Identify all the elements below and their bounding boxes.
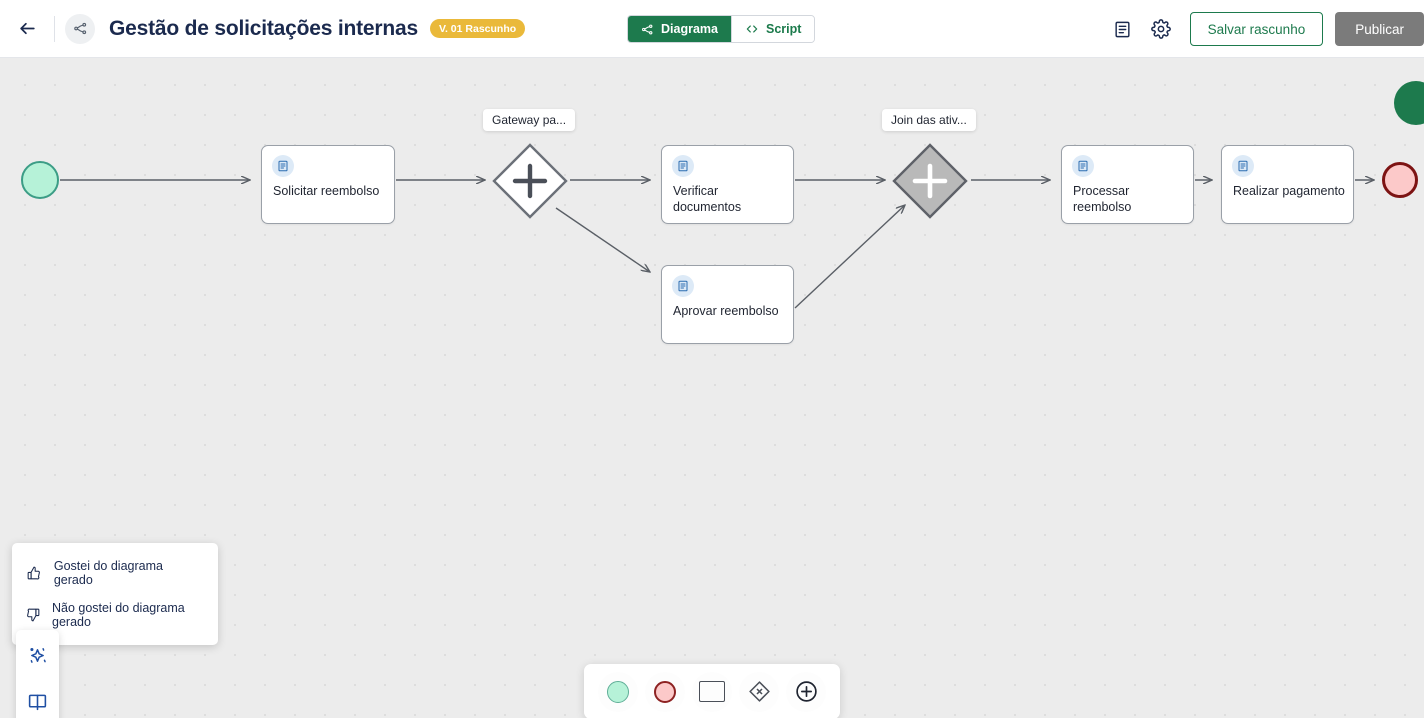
shape-palette <box>584 664 840 718</box>
version-status-badge: V. 01 Rascunho <box>429 19 526 38</box>
documentation-book-icon <box>28 694 47 710</box>
gateway-split-tag: Gateway pa... <box>483 109 576 131</box>
edge-t3-to-g2 <box>794 205 905 309</box>
app-type-badge <box>65 13 95 44</box>
task-node-aprovar-reembolso[interactable]: Aprovar reembolso <box>661 265 794 344</box>
thumbs-down-icon <box>26 608 40 622</box>
header-left-group: Gestão de solicitações internas V. 01 Ra… <box>0 12 526 46</box>
code-brackets-icon <box>746 25 758 33</box>
header-actions: Salvar rascunho Publicar <box>1104 0 1424 58</box>
start-event-node[interactable] <box>21 161 59 199</box>
gear-icon <box>1150 19 1171 39</box>
palette-task[interactable] <box>691 671 732 712</box>
view-mode-tabs: Diagrama Script <box>627 15 816 43</box>
task-node-label: Solicitar reembolso <box>273 184 380 198</box>
task-node-processar-reembolso[interactable]: Processar reembolso <box>1061 145 1194 224</box>
edge-g1-to-t3 <box>555 207 650 272</box>
tab-separator <box>730 16 732 42</box>
plus-circle-icon <box>796 681 817 702</box>
form-icon <box>672 155 694 177</box>
ai-generate-button[interactable] <box>23 640 53 670</box>
diamond-plus-icon <box>892 143 968 219</box>
green-circle-icon <box>606 680 629 703</box>
task-node-label: Aprovar reembolso <box>673 304 779 318</box>
documentation-button[interactable] <box>1104 10 1142 48</box>
palette-add[interactable] <box>786 671 827 712</box>
form-icon <box>1072 155 1094 177</box>
task-node-label: Realizar pagamento <box>1233 184 1345 198</box>
red-circle-icon <box>653 680 676 703</box>
form-icon <box>272 155 294 177</box>
tab-diagrama-label: Diagrama <box>661 22 718 36</box>
palette-gateway[interactable] <box>739 671 780 712</box>
task-node-realizar-pagamento[interactable]: Realizar pagamento <box>1221 145 1354 224</box>
back-button[interactable] <box>10 12 44 46</box>
task-node-label: Verificar documentos <box>673 184 742 214</box>
form-icon <box>1232 155 1254 177</box>
sitemap-icon <box>642 24 653 34</box>
settings-button[interactable] <box>1142 10 1180 48</box>
diamond-plus-icon <box>492 143 568 219</box>
save-draft-button[interactable]: Salvar rascunho <box>1189 12 1324 46</box>
arrow-left-icon <box>19 22 35 35</box>
task-node-verificar-documentos[interactable]: Verificar documentos <box>661 145 794 224</box>
gateway-parallel-split[interactable] <box>491 142 569 220</box>
form-icon <box>672 275 694 297</box>
feedback-dislike-item[interactable]: Não gostei do diagrama gerado <box>12 594 218 636</box>
documentation-book-button[interactable] <box>23 686 53 716</box>
gateway-parallel-join[interactable] <box>891 142 969 220</box>
task-node-solicitar-reembolso[interactable]: Solicitar reembolso <box>261 145 395 224</box>
diagram-canvas[interactable]: Solicitar reembolso Verificar documentos… <box>0 58 1424 718</box>
rectangle-icon <box>698 681 725 702</box>
feedback-like-item[interactable]: Gostei do diagrama gerado <box>12 552 218 594</box>
page-title: Gestão de solicitações internas <box>109 16 418 40</box>
task-node-label: Processar reembolso <box>1073 184 1132 214</box>
palette-start-event[interactable] <box>597 671 638 712</box>
app-header: Gestão de solicitações internas V. 01 Ra… <box>0 0 1424 58</box>
tab-diagrama[interactable]: Diagrama <box>628 16 731 42</box>
ai-generate-icon <box>30 647 46 663</box>
feedback-like-label: Gostei do diagrama gerado <box>53 559 163 587</box>
feedback-dislike-label: Não gostei do diagrama gerado <box>52 601 185 629</box>
feedback-popup: Gostei do diagrama gerado Não gostei do … <box>12 543 218 645</box>
publish-button[interactable]: Publicar <box>1335 12 1424 46</box>
header-divider <box>54 15 55 42</box>
diamond-icon <box>749 681 770 702</box>
document-list-icon <box>1115 21 1130 37</box>
sitemap-icon <box>73 22 86 35</box>
tab-script-label: Script <box>765 22 802 36</box>
palette-end-event[interactable] <box>644 671 685 712</box>
left-tool-rail <box>16 630 59 718</box>
tab-script[interactable]: Script <box>731 16 815 42</box>
connector-layer <box>60 58 1424 309</box>
end-event-node[interactable] <box>1382 162 1418 198</box>
add-node-fab[interactable] <box>1394 81 1424 125</box>
gateway-join-tag: Join das ativ... <box>882 109 976 131</box>
thumbs-up-icon <box>26 566 42 580</box>
